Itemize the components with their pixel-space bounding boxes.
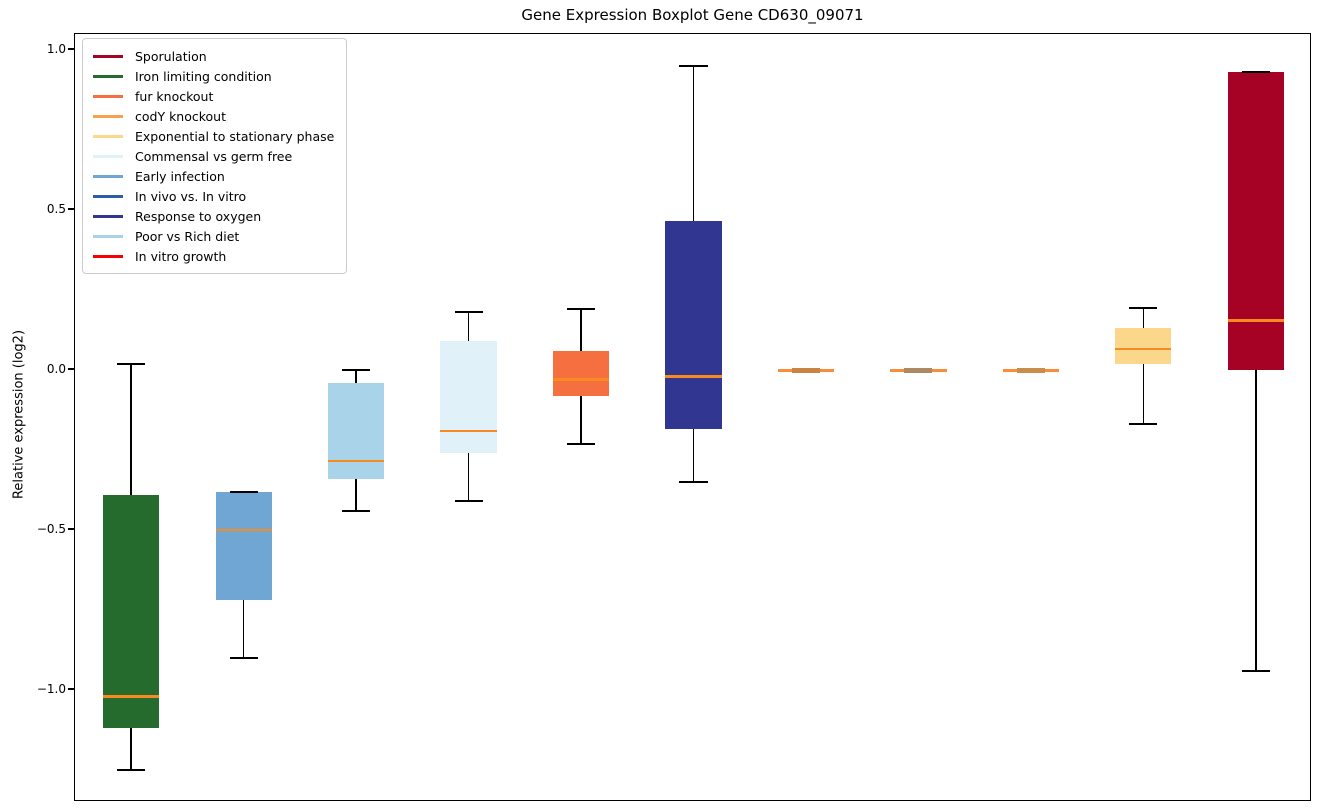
whisker-upper <box>467 312 470 342</box>
cap-upper <box>566 308 596 311</box>
legend-label: fur knockout <box>135 88 214 104</box>
legend-color-swatch <box>93 154 123 158</box>
legend-item: Early infection <box>93 166 334 186</box>
cap-lower <box>1129 423 1158 426</box>
legend-item: Iron limiting condition <box>93 66 334 86</box>
whisker-lower <box>1142 363 1145 425</box>
whisker-upper <box>130 363 132 495</box>
legend-label: In vivo vs. In vitro <box>135 188 247 204</box>
cap-upper <box>229 490 258 493</box>
box-rect <box>103 494 160 729</box>
median-line <box>1227 319 1284 322</box>
legend-label: Response to oxygen <box>135 208 262 224</box>
legend-item: In vivo vs. In vitro <box>93 186 334 206</box>
legend-color-swatch <box>93 114 123 118</box>
flat-box-cap-blend <box>904 367 933 373</box>
whisker-lower <box>355 478 357 511</box>
cap-lower <box>679 481 708 483</box>
y-tick-label: 1.0 <box>46 42 66 56</box>
cap-lower <box>342 509 371 512</box>
box-rect <box>1227 72 1284 370</box>
cap-upper <box>1129 306 1158 309</box>
legend-color-swatch <box>93 94 123 98</box>
cap-lower <box>566 442 596 445</box>
y-tick-label: 0.0 <box>46 362 66 376</box>
legend-color-swatch <box>93 134 123 138</box>
cap-lower <box>229 657 258 659</box>
cap-upper <box>117 362 146 365</box>
median-line <box>328 459 385 463</box>
cap-lower <box>454 500 483 503</box>
whisker-lower <box>580 395 582 444</box>
legend-label: In vitro growth <box>135 248 227 264</box>
median-line <box>103 695 160 698</box>
y-tick-mark <box>68 528 74 530</box>
legend-color-swatch <box>93 254 123 258</box>
legend-color-swatch <box>93 74 123 78</box>
whisker-lower <box>242 600 245 658</box>
legend-label: Sporulation <box>135 48 207 64</box>
chart-title: Gene Expression Boxplot Gene CD630_09071 <box>521 6 864 24</box>
y-tick-label: −1.0 <box>36 682 66 696</box>
legend-color-swatch <box>93 194 123 198</box>
legend-label: Commensal vs germ free <box>135 148 293 164</box>
y-tick-mark <box>68 208 74 210</box>
legend-label: Exponential to stationary phase <box>135 128 335 144</box>
median-line <box>552 378 610 381</box>
y-tick-mark <box>68 48 74 50</box>
legend-label: codY knockout <box>135 108 227 124</box>
whisker-lower <box>467 453 470 502</box>
median-line <box>440 429 497 433</box>
legend-label: Early infection <box>135 168 225 184</box>
legend-color-swatch <box>93 174 123 178</box>
cap-lower <box>1241 669 1270 672</box>
legend-label: Iron limiting condition <box>135 68 272 84</box>
median-line <box>1115 347 1172 351</box>
whisker-upper <box>355 370 357 383</box>
cap-upper <box>454 311 483 314</box>
whisker-lower <box>130 728 132 770</box>
flat-box-cap-blend <box>791 367 820 373</box>
y-tick-mark <box>68 368 74 370</box>
box-rect <box>1115 328 1172 364</box>
legend-item: fur knockout <box>93 86 334 106</box>
median-line <box>665 375 722 378</box>
cap-lower <box>117 769 146 771</box>
whisker-lower <box>692 429 695 482</box>
legend-item: In vitro growth <box>93 246 334 266</box>
legend-item: Poor vs Rich diet <box>93 226 334 246</box>
box-rect <box>552 350 610 396</box>
y-tick-label: 0.5 <box>46 202 66 216</box>
legend-item: Sporulation <box>93 46 334 66</box>
cap-upper <box>1241 71 1270 74</box>
whisker-upper <box>692 66 695 222</box>
box-rect <box>215 491 272 601</box>
whisker-upper <box>580 309 582 351</box>
y-tick-label: −0.5 <box>36 522 66 536</box>
median-line <box>215 528 272 532</box>
legend-color-swatch <box>93 54 123 58</box>
legend-item: Commensal vs germ free <box>93 146 334 166</box>
cap-upper <box>342 369 371 371</box>
flat-box-cap-blend <box>1016 367 1045 373</box>
legend-color-swatch <box>93 214 123 218</box>
legend-color-swatch <box>93 234 123 238</box>
cap-upper <box>679 65 708 67</box>
legend-item: Exponential to stationary phase <box>93 126 334 146</box>
whisker-lower <box>1255 370 1257 671</box>
y-tick-mark <box>68 688 74 690</box>
box-rect <box>440 341 497 454</box>
legend-item: codY knockout <box>93 106 334 126</box>
box-rect <box>665 221 722 430</box>
whisker-upper <box>1142 307 1145 329</box>
box-rect <box>328 382 385 479</box>
legend-item: Response to oxygen <box>93 206 334 226</box>
legend-label: Poor vs Rich diet <box>135 228 240 244</box>
